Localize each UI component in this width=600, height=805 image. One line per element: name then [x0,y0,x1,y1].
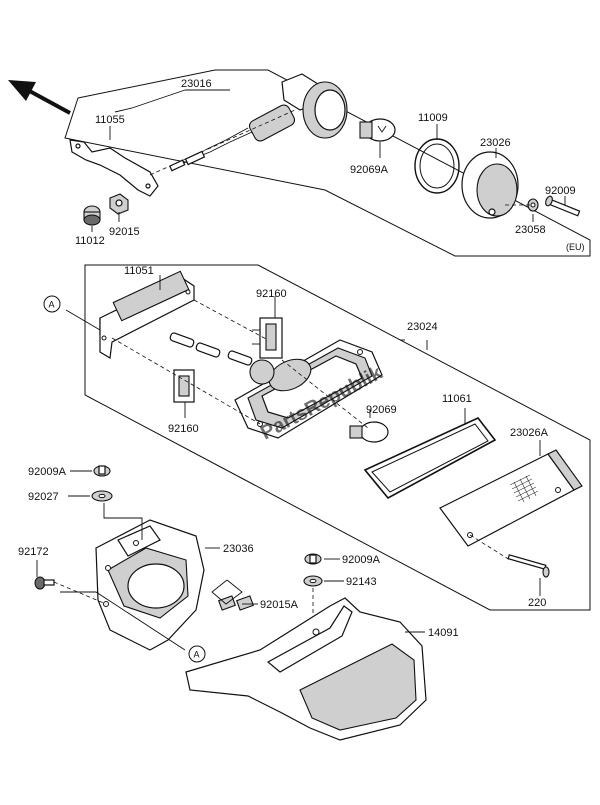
screw-92009A-right [304,553,322,565]
lens-reflector-grid [509,474,539,503]
svg-text:A: A [49,300,55,310]
tail-light-group-frame [84,264,591,611]
label-220: 220 [528,597,546,609]
label-23036: 23036 [223,543,254,555]
label-11061: 11061 [442,393,472,405]
label-92143: 92143 [346,576,377,588]
svg-text:A: A [194,650,200,660]
label-92009A-left: 92009A [28,466,67,478]
label-11009: 11009 [418,112,448,124]
lens-23026A [439,449,583,547]
callout-a-lower: A [188,645,206,663]
label-92009: 92009 [545,185,576,197]
eu-group-frame [64,69,591,257]
socket-92160-upper [252,317,283,359]
washer-23058 [527,198,539,212]
bulb-92069A [359,118,396,142]
label-23058: 23058 [515,224,546,236]
label-92069: 92069 [366,404,397,416]
label-23026A: 23026A [510,427,549,439]
label-92015: 92015 [109,226,140,238]
socket-92160-lower [173,369,195,403]
screw-92172 [34,576,55,590]
label-92015A: 92015A [260,599,299,611]
gasket-11061 [363,417,497,500]
label-11012: 11012 [75,235,105,247]
label-23016: 23016 [181,78,212,90]
label-eu: (EU) [566,242,585,252]
label-14091: 14091 [428,627,459,639]
lens-23026 [461,151,519,219]
nut-92015A [218,595,254,611]
washer-92027 [91,490,113,502]
label-23026: 23026 [480,137,511,149]
label-92069A: 92069A [350,164,389,176]
license-plate-bracket-11051 [99,270,195,359]
mount-bracket-23036 [95,519,205,651]
label-11055: 11055 [95,114,125,126]
tail-light-housing-23024 [234,339,383,439]
front-direction-arrow-icon [8,80,71,115]
label-92027: 92027 [28,491,59,503]
harness-connectors [169,332,253,366]
bulb-92069 [349,421,389,443]
label-23024: 23024 [407,321,438,333]
nut-92015 [109,193,129,215]
label-92160-bottom: 92160 [168,423,199,435]
screw-92009 [545,195,581,217]
socket-harness-23016 [169,73,348,172]
screw-92009A-left [93,465,111,477]
screw-220 [507,554,550,578]
leader-23016 [114,89,186,113]
license-bracket-11055 [69,139,159,197]
callout-a-upper: A [43,295,61,313]
rear-cover-14091 [185,597,427,741]
label-92160-top: 92160 [256,288,287,300]
gasket-11009 [414,138,460,194]
label-11051: 11051 [124,265,154,277]
washer-92143 [303,575,323,587]
grommet-11012 [83,205,101,226]
label-92172: 92172 [18,546,49,558]
label-92009A-right: 92009A [342,554,381,566]
